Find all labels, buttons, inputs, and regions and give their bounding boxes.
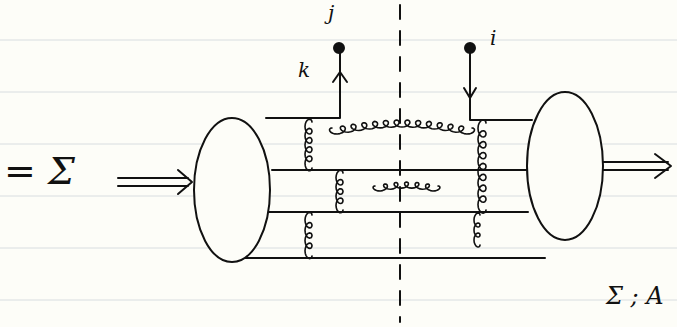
gluon bbox=[474, 213, 480, 247]
spectator-line bbox=[268, 211, 528, 213]
vertex-dot bbox=[465, 43, 475, 53]
outgoing-blob bbox=[527, 92, 603, 240]
index-label: k bbox=[298, 60, 310, 80]
note-label: Σ ; A bbox=[606, 284, 664, 308]
incoming-blob bbox=[194, 118, 270, 262]
index-label: i bbox=[490, 28, 496, 48]
incoming-double-arrow bbox=[118, 170, 192, 194]
gluon bbox=[305, 212, 312, 258]
spectator-line bbox=[240, 257, 545, 259]
gluon bbox=[336, 170, 343, 213]
gluon bbox=[330, 120, 475, 134]
vertex-dot bbox=[334, 43, 344, 53]
equals-sum: = Σ bbox=[4, 152, 75, 190]
arrowhead bbox=[333, 72, 347, 82]
parton-line-i bbox=[470, 52, 532, 120]
cut-line bbox=[399, 5, 401, 322]
parton-line-k bbox=[266, 52, 340, 118]
gluon bbox=[478, 120, 486, 213]
gluon bbox=[305, 119, 312, 171]
notebook-ruling bbox=[0, 40, 677, 300]
index-label: j bbox=[328, 3, 334, 23]
arrowhead bbox=[464, 88, 476, 98]
gluon bbox=[373, 182, 440, 191]
